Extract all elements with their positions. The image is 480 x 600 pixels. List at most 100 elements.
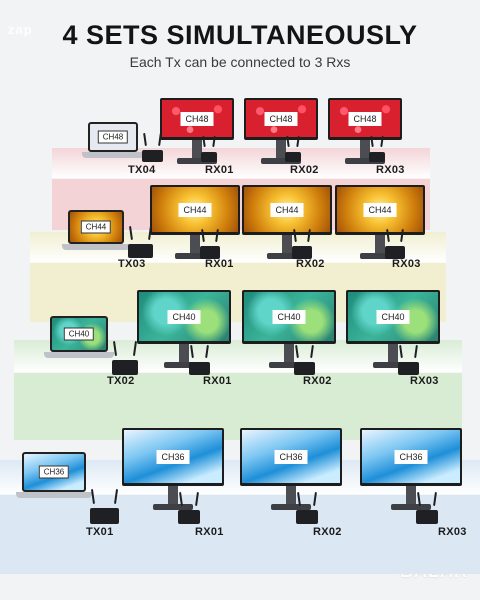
channel-label: CH40 (272, 309, 306, 324)
rx-label: RX02 (313, 526, 342, 538)
monitor-stand-neck (388, 344, 398, 364)
router-body (199, 246, 220, 259)
monitor-stand-foot (164, 362, 204, 368)
channel-label: CH44 (270, 202, 304, 217)
page-subtitle: Each Tx can be connected to 3 Rxs (129, 54, 351, 70)
page-title: 4 SETS SIMULTANEOUSLY (62, 20, 418, 50)
monitor-stand-neck (168, 486, 178, 506)
monitor-stand-neck (406, 486, 416, 506)
monitor: CH48 (160, 98, 234, 168)
monitor-screen: CH48 (244, 98, 318, 140)
laptop-screen: CH40 (50, 316, 108, 352)
router-body (90, 508, 119, 524)
rx-label: RX01 (205, 258, 234, 270)
laptop-base (16, 492, 92, 498)
laptop: CH48 (82, 122, 144, 160)
laptop-channel-label: CH44 (80, 220, 112, 234)
laptop-base (44, 352, 114, 358)
laptop-base (62, 244, 130, 250)
rx-label: RX01 (195, 526, 224, 538)
receiver-box (397, 344, 419, 375)
receiver-box (200, 136, 217, 162)
antenna (379, 136, 384, 148)
channel-label: CH40 (167, 309, 201, 324)
receiver-box (188, 344, 210, 375)
laptop: CH44 (62, 210, 130, 252)
monitor: CH36 (122, 428, 224, 514)
monitor-stand-foot (175, 253, 215, 259)
monitor-screen: CH44 (150, 185, 240, 235)
monitor-stand-neck (375, 235, 385, 255)
rx-label: RX03 (438, 526, 467, 538)
monitor-stand-foot (261, 158, 301, 164)
rx-label: RX03 (392, 258, 421, 270)
receiver-box (416, 491, 439, 524)
laptop-screen: CH48 (88, 122, 138, 152)
channel-label: CH44 (178, 202, 212, 217)
router-body (384, 246, 405, 259)
transmitter-box (112, 341, 138, 375)
router-body (284, 152, 301, 162)
laptop-channel-label: CH36 (38, 465, 70, 479)
router-body (293, 362, 315, 375)
rx-label: RX02 (296, 258, 325, 270)
monitor-screen: CH36 (360, 428, 462, 486)
laptop-screen: CH36 (22, 452, 86, 492)
monitor-stand-neck (190, 235, 200, 255)
receiver-box (178, 491, 201, 524)
monitor-screen: CH44 (335, 185, 425, 235)
receiver-box (368, 136, 385, 162)
rx-label: RX01 (205, 164, 234, 176)
monitor-stand-foot (153, 504, 193, 510)
monitor-stand-foot (345, 158, 385, 164)
router-body (291, 246, 312, 259)
tx-label: TX01 (86, 526, 114, 538)
tx-label: TX03 (118, 258, 146, 270)
rx-label: RX02 (290, 164, 319, 176)
monitor-stand-neck (284, 344, 294, 364)
monitor-stand-neck (282, 235, 292, 255)
monitor: CH44 (242, 185, 332, 263)
router-body (128, 244, 153, 258)
laptop-base (82, 152, 144, 158)
monitor-stand-neck (286, 486, 296, 506)
monitor-stand-neck (192, 140, 202, 160)
laptop: CH36 (16, 452, 92, 500)
router-body (142, 150, 163, 162)
laptop: CH40 (44, 316, 114, 360)
monitor: CH44 (150, 185, 240, 263)
receiver-box (291, 228, 312, 259)
router-body (188, 362, 210, 375)
monitor-screen: CH48 (328, 98, 402, 140)
tx-label: TX04 (128, 164, 156, 176)
monitor: CH40 (242, 290, 336, 372)
monitor-screen: CH44 (242, 185, 332, 235)
monitor-screen: CH36 (240, 428, 342, 486)
monitor-screen: CH36 (122, 428, 224, 486)
monitor-stand-foot (177, 158, 217, 164)
transmitter-box (142, 133, 163, 162)
antenna (211, 136, 216, 148)
receiver-box (293, 344, 315, 375)
monitor: CH48 (328, 98, 402, 168)
monitor-stand-foot (373, 362, 413, 368)
watermark-top: zap (8, 22, 33, 37)
channel-label: CH48 (348, 111, 382, 126)
laptop-channel-label: CH48 (97, 130, 129, 144)
monitor-stand-neck (360, 140, 370, 160)
channel-label: CH36 (394, 449, 428, 464)
tx-label: TX02 (107, 375, 135, 387)
monitor: CH40 (137, 290, 231, 372)
antenna (295, 136, 300, 148)
monitor-stand-foot (360, 253, 400, 259)
monitor-stand-neck (276, 140, 286, 160)
channel-label: CH48 (264, 111, 298, 126)
monitor: CH36 (240, 428, 342, 514)
router-body (416, 510, 439, 524)
monitor-screen: CH40 (346, 290, 440, 344)
monitor-stand-foot (267, 253, 307, 259)
monitor-stand-foot (269, 362, 309, 368)
router-body (112, 360, 138, 375)
antenna (143, 133, 147, 146)
monitor: CH44 (335, 185, 425, 263)
